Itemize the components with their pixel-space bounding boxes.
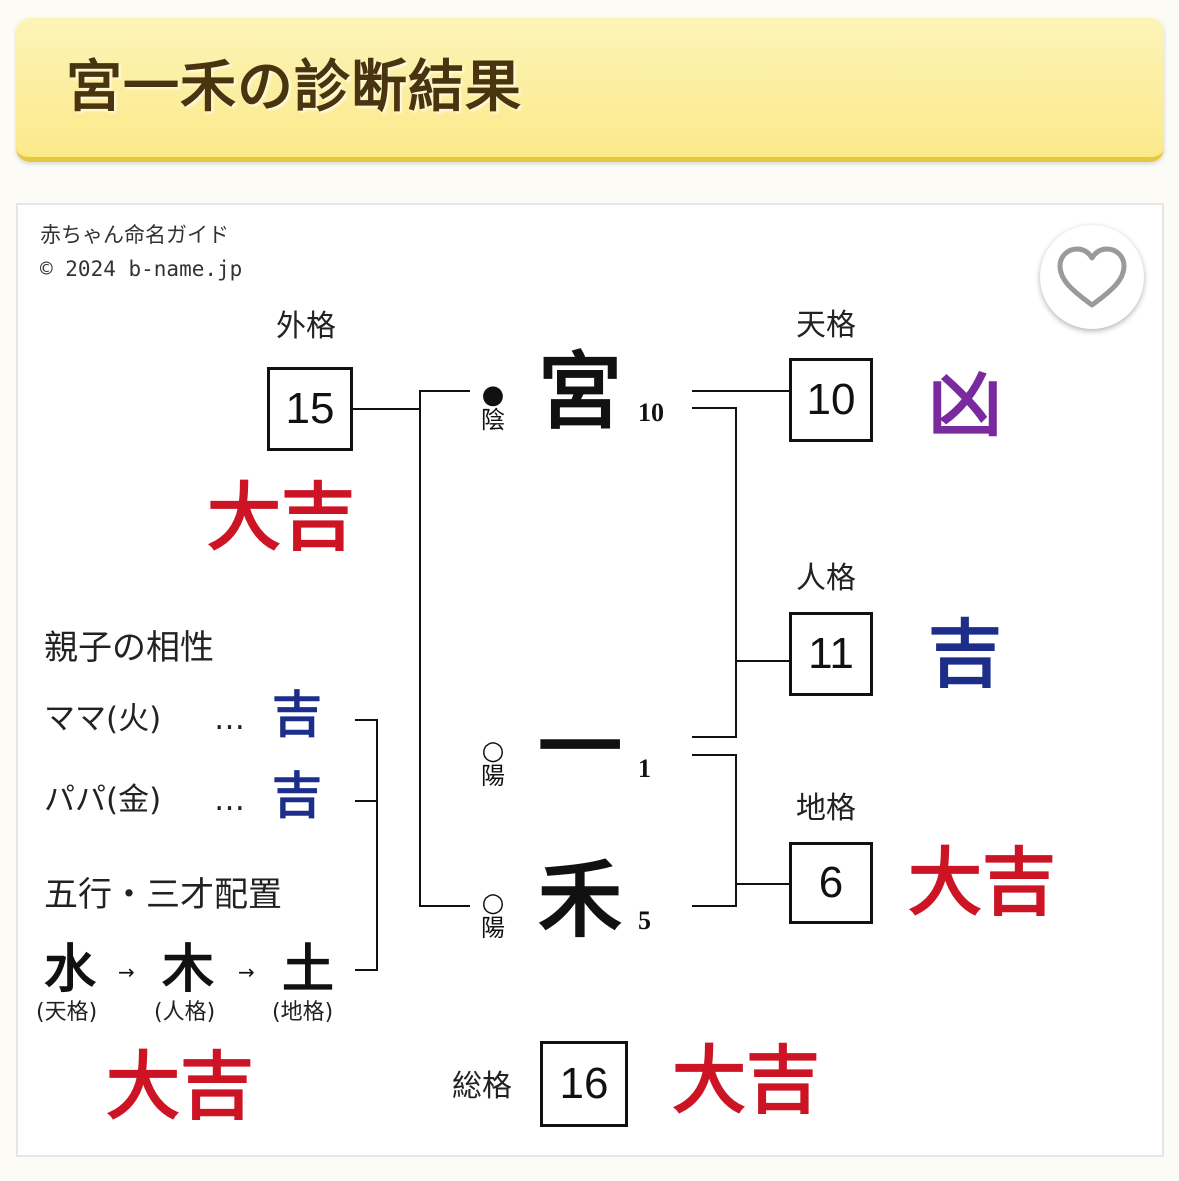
jinkaku-label: 人格 <box>796 561 856 596</box>
result-header: 宮一禾の診断結果 <box>16 18 1164 162</box>
yin-mark: ● <box>481 380 505 410</box>
yin-label: 陰 <box>481 406 505 434</box>
compat-papa-label: パパ(金) <box>44 782 162 818</box>
heart-icon <box>1057 246 1127 308</box>
yinyang-3: ○ 陽 <box>478 890 508 940</box>
yinyang-2: ○ 陽 <box>478 738 508 788</box>
name-char-3: 禾 <box>538 850 623 949</box>
gogyo-sub-2: (人格) <box>154 1000 216 1025</box>
compat-papa-dots: … <box>214 782 245 818</box>
gaikaku-value-box: 15 <box>267 367 353 451</box>
stroke-count-3: 5 <box>638 906 651 935</box>
chikaku-value-box: 6 <box>789 842 873 924</box>
page-title: 宮一禾の診断結果 <box>66 55 522 120</box>
compat-mama-label: ママ(火) <box>44 701 162 737</box>
soukaku-value-box: 16 <box>540 1041 628 1127</box>
gaikaku-label: 外格 <box>276 309 336 344</box>
stroke-count-2: 1 <box>638 754 651 783</box>
yang-mark: ○ <box>481 736 505 766</box>
tenkaku-label: 天格 <box>796 308 856 343</box>
yinyang-1: ● 陰 <box>478 382 508 432</box>
gogyo-result: 大吉 <box>106 1044 254 1130</box>
gogyo-arrow-2: → <box>238 960 255 984</box>
chikaku-label: 地格 <box>796 791 856 826</box>
gogyo-element-3: 土 <box>282 939 335 1000</box>
yang-label: 陽 <box>481 914 505 942</box>
gogyo-sub-1: (天格) <box>36 1000 98 1025</box>
favorite-button[interactable] <box>1040 225 1144 329</box>
tenkaku-value-box: 10 <box>789 358 873 442</box>
jinkaku-result: 吉 <box>928 612 1002 698</box>
gaikaku-result: 大吉 <box>207 475 355 561</box>
soukaku-label: 総格 <box>452 1069 512 1104</box>
compat-mama-result: 吉 <box>272 685 322 744</box>
name-char-1: 宮 <box>538 342 623 441</box>
stroke-count-1: 10 <box>638 398 664 427</box>
credit-site-name: 赤ちゃん命名ガイド <box>40 223 229 247</box>
compat-papa-result: 吉 <box>272 766 322 825</box>
jinkaku-value-box: 11 <box>789 612 873 696</box>
gogyo-element-1: 水 <box>44 939 97 1000</box>
tenkaku-result: 凶 <box>928 362 1002 448</box>
gogyo-element-2: 木 <box>162 939 215 1000</box>
gogyo-arrow-1: → <box>118 960 135 984</box>
chikaku-result: 大吉 <box>908 840 1056 926</box>
gogyo-sub-3: (地格) <box>272 1000 334 1025</box>
diagnosis-card <box>16 203 1164 1157</box>
compat-title: 親子の相性 <box>44 628 214 668</box>
soukaku-result: 大吉 <box>672 1038 820 1124</box>
credit-copyright: © 2024 b-name.jp <box>40 257 243 281</box>
compat-mama-dots: … <box>214 701 245 737</box>
gogyo-title: 五行・三才配置 <box>44 875 282 915</box>
yang-mark: ○ <box>481 888 505 918</box>
name-char-2: 一 <box>538 698 623 797</box>
yang-label: 陽 <box>481 762 505 790</box>
